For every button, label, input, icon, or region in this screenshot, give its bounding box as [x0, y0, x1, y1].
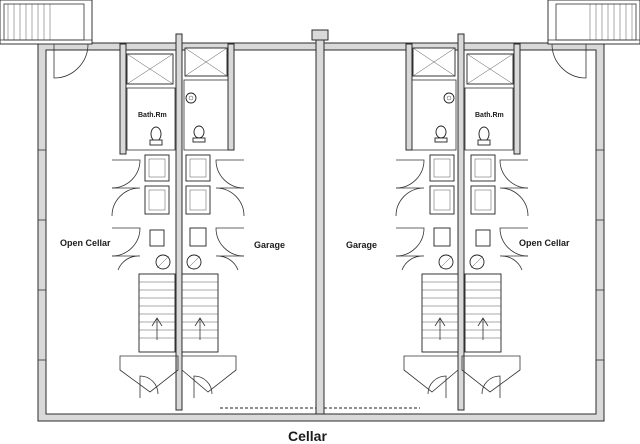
right-bath-room	[464, 87, 514, 151]
right-windows	[595, 149, 605, 361]
right-core-wall-b	[457, 33, 465, 411]
left-exterior-door	[53, 43, 89, 79]
top-left-deck	[0, 0, 93, 45]
right-core-wall-c	[405, 43, 413, 151]
right-sink-1	[443, 92, 455, 104]
left-toilet-1	[150, 126, 162, 142]
bath-right-label: Bath.Rm	[475, 112, 504, 119]
left-stairs	[119, 273, 237, 398]
right-closets	[395, 154, 529, 271]
party-wall-cap	[311, 29, 329, 41]
party-wall	[315, 35, 325, 415]
left-core-wall-c	[227, 43, 235, 151]
right-toilet-2	[435, 125, 447, 139]
open-cellar-left-label: Open Cellar	[60, 238, 111, 248]
left-toilet-2	[193, 125, 205, 139]
garage-right-label: Garage	[346, 240, 378, 250]
garage-left-label: Garage	[254, 240, 286, 250]
left-bath-room-2	[183, 79, 229, 151]
left-windows	[37, 149, 47, 361]
left-bath-room	[126, 87, 176, 151]
left-core-wall-b	[175, 33, 183, 411]
left-core-wall-a	[119, 43, 127, 155]
left-sink-1	[185, 92, 197, 104]
right-core-wall-a	[513, 43, 521, 155]
plan-title: Cellar	[288, 428, 327, 444]
right-stairs	[403, 273, 521, 398]
right-exterior-door	[551, 43, 587, 79]
top-right-deck	[547, 0, 640, 45]
left-closets	[111, 154, 245, 271]
open-cellar-right-label: Open Cellar	[519, 238, 570, 248]
right-toilet-1	[478, 126, 490, 142]
right-bath-room-2	[411, 79, 457, 151]
bath-left-label: Bath.Rm	[138, 112, 167, 119]
